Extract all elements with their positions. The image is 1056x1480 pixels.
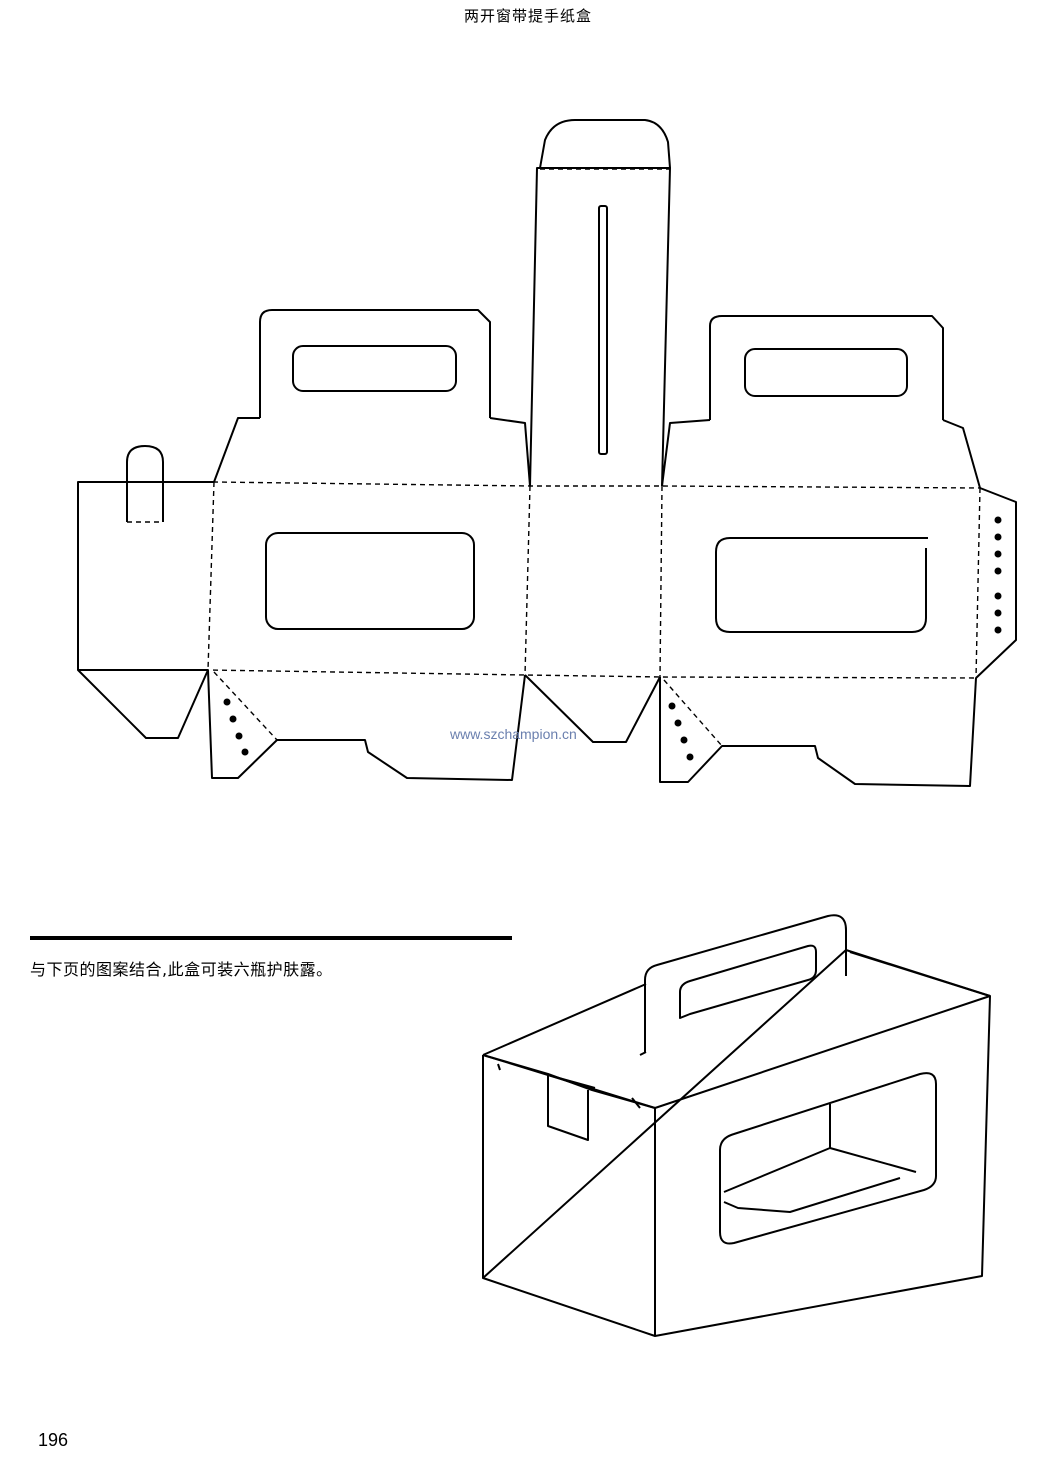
slot [598,205,608,455]
right-handle [709,315,944,420]
box-handle-hole [679,944,817,1019]
right-handle-hole [744,348,908,397]
bottom-dust-flap-center [524,674,661,743]
die-cut-layout [77,119,1017,787]
top-panel [529,167,671,487]
front-window-right [715,537,928,633]
left-upper-flap [213,417,531,487]
box-body [482,949,991,1337]
top-tuck-flap [539,119,671,169]
left-handle-hole [292,345,457,392]
page-title: 两开窗带提手纸盒 [463,7,592,25]
front-window-left [265,532,475,630]
right-side-strip [975,487,1017,679]
bottom-glue-flap-left [207,669,526,781]
caption-rule [30,936,512,940]
lock-tab [126,445,164,522]
caption: 与下页的图案结合,此盒可装六瓶护肤露。 [30,960,333,979]
box-side-window [719,1072,937,1245]
left-handle [259,309,491,418]
end-glue-tab [77,481,214,671]
page-number: 196 [38,1430,69,1450]
bottom-glue-flap-right [659,677,977,787]
watermark: www.szchampion.cn [450,726,577,742]
bottom-dust-flap-left [77,669,209,739]
box-handle [644,914,847,1052]
right-upper-flap [661,419,981,489]
assembled-box [482,914,991,1337]
